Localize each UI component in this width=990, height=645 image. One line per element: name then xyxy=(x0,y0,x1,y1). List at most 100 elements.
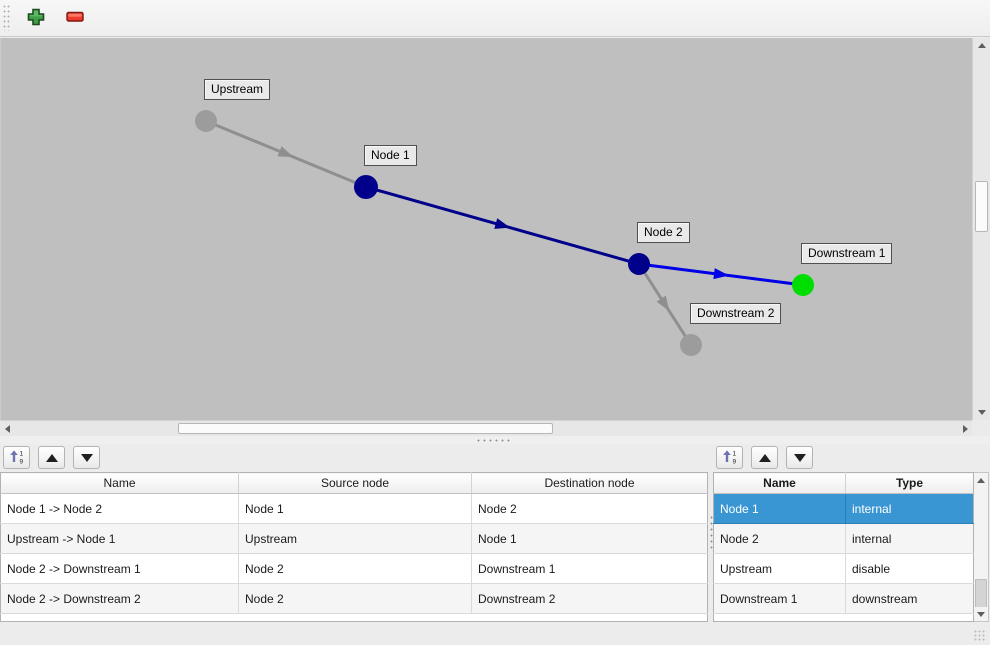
table-cell[interactable]: Upstream -> Node 1 xyxy=(0,523,239,554)
canvas-vertical-scrollbar[interactable] xyxy=(972,38,990,420)
remove-button[interactable] xyxy=(61,4,89,32)
table-cell[interactable]: Upstream xyxy=(713,553,846,584)
right-arrow-icon xyxy=(962,424,968,433)
edge-arrowhead-icon xyxy=(713,268,729,280)
move-down-button[interactable] xyxy=(786,446,813,469)
node-label[interactable]: Node 2 xyxy=(637,222,690,243)
toolbar-grip[interactable] xyxy=(3,5,11,31)
table-cell[interactable]: Node 1 xyxy=(238,493,472,524)
table-cell[interactable]: Downstream 1 xyxy=(713,583,846,614)
node-label[interactable]: Downstream 2 xyxy=(690,303,782,324)
table-cell[interactable]: internal xyxy=(845,493,974,524)
table-cell[interactable]: disable xyxy=(845,553,974,584)
plus-icon xyxy=(27,8,45,29)
horizontal-splitter[interactable] xyxy=(0,436,990,444)
splitter-handle-icon xyxy=(709,516,713,550)
left-arrow-icon xyxy=(4,424,10,433)
graph-node[interactable] xyxy=(628,253,650,275)
edge-arrowhead-icon xyxy=(494,218,511,229)
sort-button[interactable]: 1 9 xyxy=(3,446,30,469)
table-cell[interactable]: Node 2 xyxy=(238,553,472,584)
status-strip xyxy=(0,622,990,645)
minus-icon xyxy=(66,11,84,26)
horizontal-scroll-thumb[interactable] xyxy=(178,423,553,434)
nodes-table-scrollbar[interactable] xyxy=(974,472,989,622)
graph-svg xyxy=(195,110,814,356)
splitter-handle-icon xyxy=(477,438,513,442)
sort-button[interactable]: 1 9 xyxy=(716,446,743,469)
table-cell[interactable]: Node 2 -> Downstream 2 xyxy=(0,583,239,614)
vertical-splitter[interactable] xyxy=(709,444,713,622)
table-cell[interactable]: Node 2 xyxy=(471,493,708,524)
table-cell[interactable]: internal xyxy=(845,523,974,554)
table-cell[interactable]: Node 2 -> Downstream 1 xyxy=(0,553,239,584)
graph-node[interactable] xyxy=(680,334,702,356)
table-cell[interactable]: Node 1 -> Node 2 xyxy=(0,493,239,524)
scrollbar-corner xyxy=(972,420,990,436)
svg-text:9: 9 xyxy=(19,458,23,464)
canvas-horizontal-scrollbar[interactable] xyxy=(0,420,972,436)
move-down-button[interactable] xyxy=(73,446,100,469)
empty-row xyxy=(0,613,708,622)
node-label[interactable]: Node 1 xyxy=(364,145,417,166)
resize-grip-icon[interactable] xyxy=(974,630,986,642)
move-up-button[interactable] xyxy=(38,446,65,469)
graph-node[interactable] xyxy=(792,274,814,296)
table-cell[interactable]: Downstream 2 xyxy=(471,583,708,614)
scroll-down-button[interactable] xyxy=(974,607,988,621)
down-arrow-icon xyxy=(977,611,985,617)
up-arrow-icon xyxy=(978,43,986,48)
triangle-up-icon xyxy=(758,453,771,462)
vertical-scroll-thumb[interactable] xyxy=(975,181,988,232)
column-header[interactable]: Source node xyxy=(238,472,472,494)
scroll-down-button[interactable] xyxy=(974,405,990,420)
up-arrow-icon xyxy=(977,477,985,483)
nodes-toolbar: 1 9 xyxy=(713,444,990,472)
svg-text:9: 9 xyxy=(732,458,736,464)
edge-arrowhead-icon xyxy=(656,295,670,312)
svg-text:1: 1 xyxy=(19,450,23,457)
column-header[interactable]: Type xyxy=(845,472,974,494)
triangle-up-icon xyxy=(45,453,58,462)
add-button[interactable] xyxy=(22,4,50,32)
table-cell[interactable]: Node 1 xyxy=(713,493,846,524)
table-cell[interactable]: Downstream 1 xyxy=(471,553,708,584)
table-cell[interactable]: Node 2 xyxy=(238,583,472,614)
svg-text:1: 1 xyxy=(732,450,736,457)
table-cell[interactable]: Upstream xyxy=(238,523,472,554)
scroll-right-button[interactable] xyxy=(958,421,972,436)
scroll-up-button[interactable] xyxy=(974,473,988,487)
edges-toolbar: 1 9 xyxy=(0,444,709,472)
table-cell[interactable]: downstream xyxy=(845,583,974,614)
move-up-button[interactable] xyxy=(751,446,778,469)
column-header[interactable]: Name xyxy=(713,472,846,494)
scroll-up-button[interactable] xyxy=(974,38,990,53)
table-cell[interactable]: Node 1 xyxy=(471,523,708,554)
graph-node[interactable] xyxy=(195,110,217,132)
table-cell[interactable]: Node 2 xyxy=(713,523,846,554)
node-label[interactable]: Downstream 1 xyxy=(801,243,893,264)
sort-ascending-icon: 1 9 xyxy=(722,449,738,467)
scroll-left-button[interactable] xyxy=(0,421,14,436)
graph-node[interactable] xyxy=(354,175,378,199)
column-header[interactable]: Name xyxy=(0,472,239,494)
column-header[interactable]: Destination node xyxy=(471,472,708,494)
node-label[interactable]: Upstream xyxy=(204,79,271,100)
main-toolbar xyxy=(0,0,990,37)
